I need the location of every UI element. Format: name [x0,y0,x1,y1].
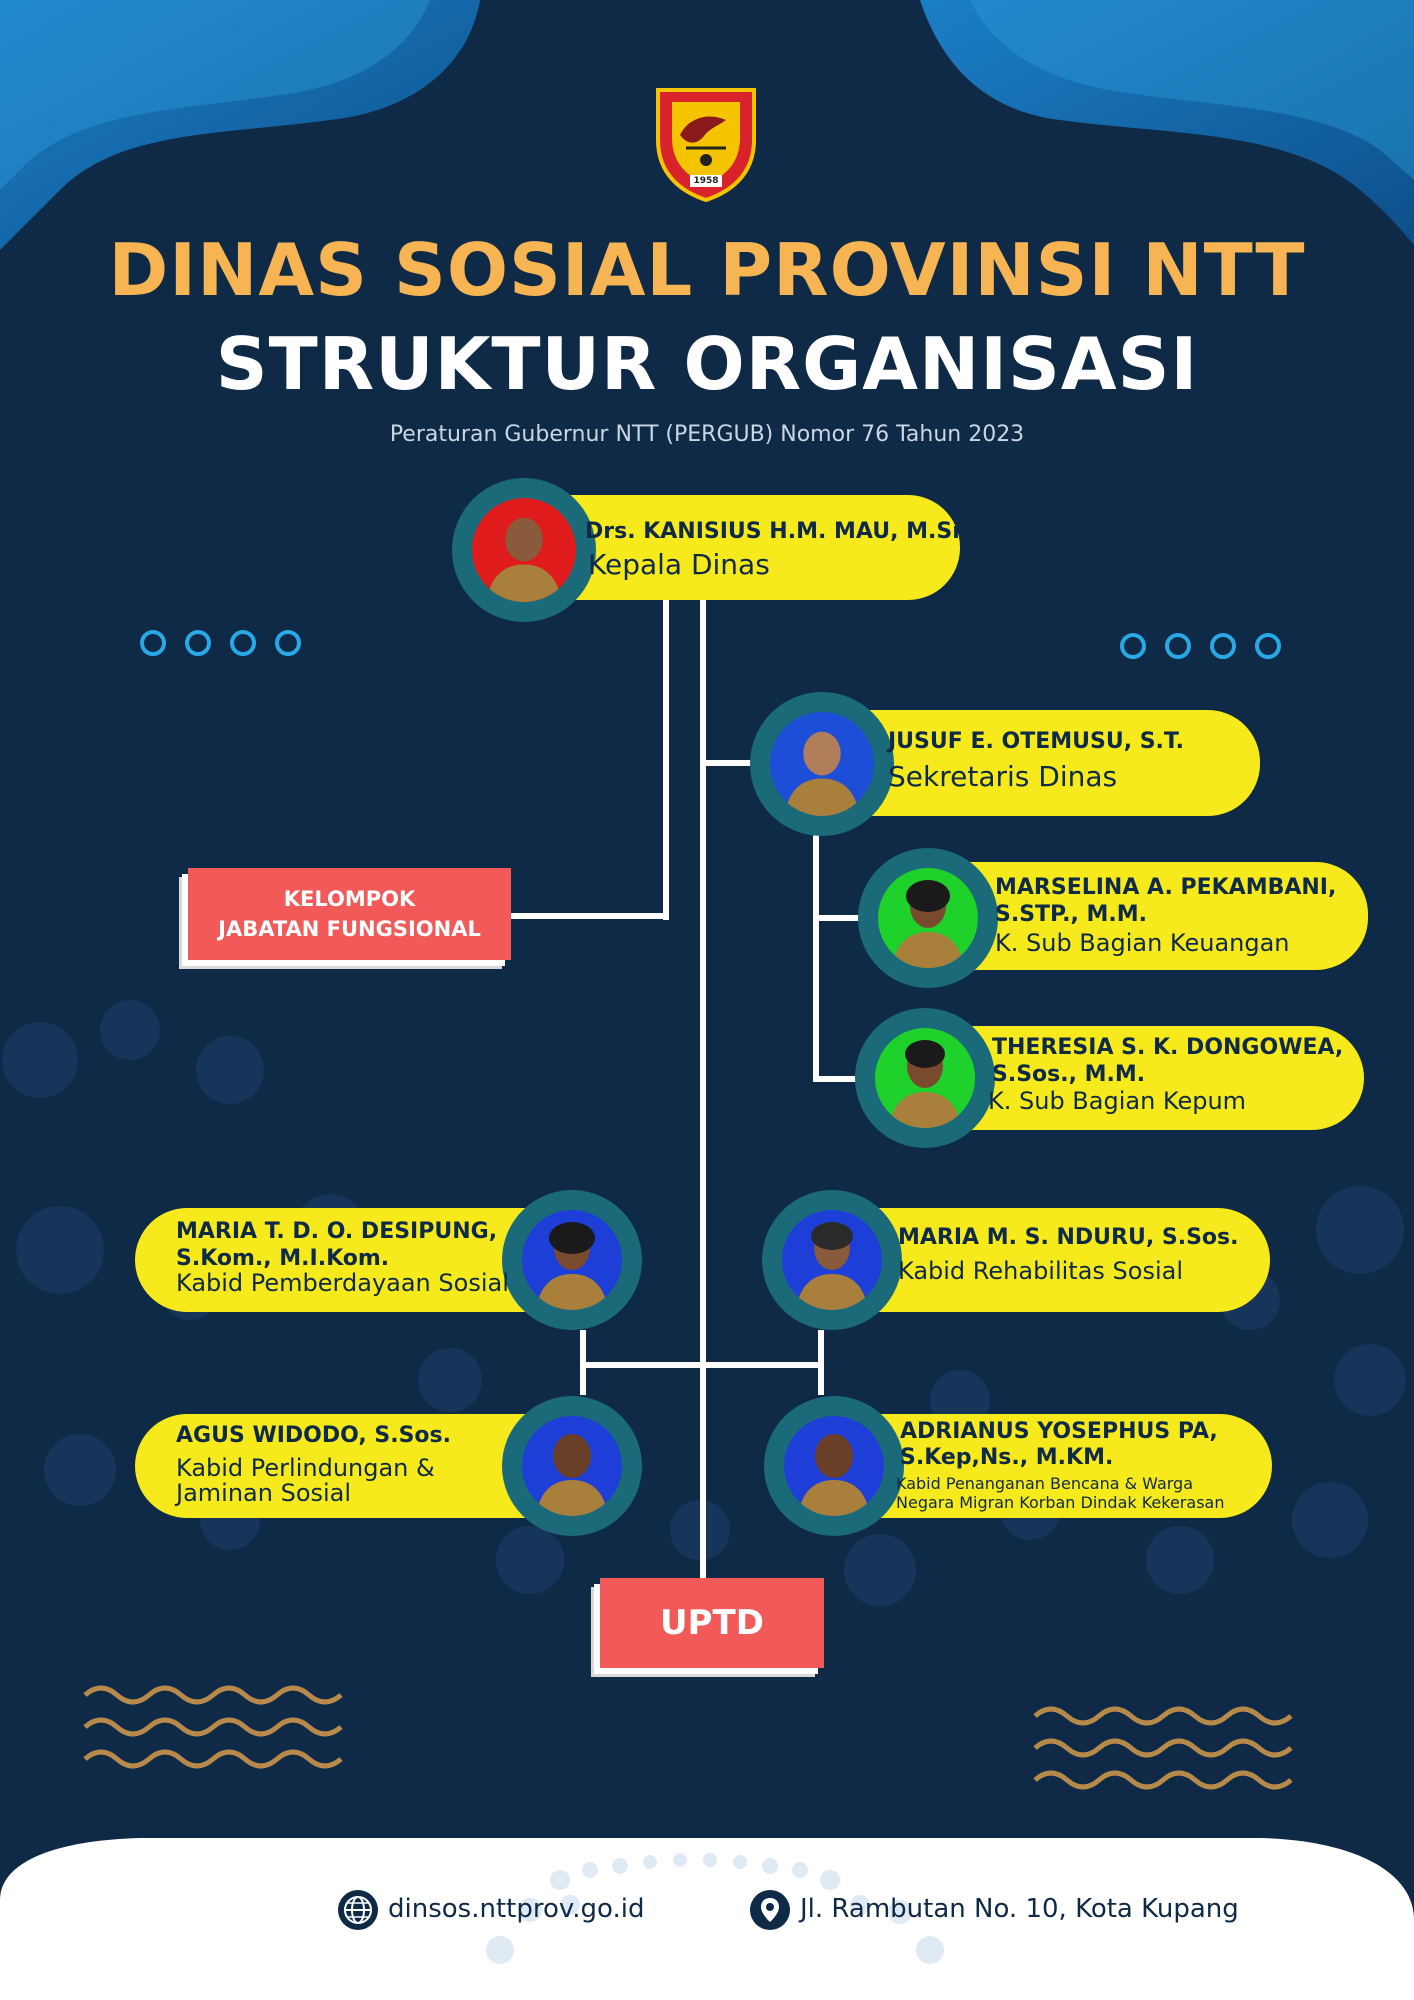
portrait-disaster [784,1416,884,1516]
secretary-role: Sekretaris Dinas [888,760,1118,793]
finance-role: K. Sub Bagian Keuangan [995,929,1290,957]
decorative-dots-left [140,630,320,660]
kelompok-jabatan-fungsional-box[interactable]: KELOMPOK JABATAN FUNGSIONAL [188,868,511,960]
website-link[interactable]: dinsos.nttprov.go.id [388,1894,645,1924]
location-pin-icon [750,1890,790,1930]
provincial-crest-icon: 1958 [650,80,762,203]
globe-icon [338,1890,378,1930]
portrait-general [875,1028,975,1128]
functional-line1: KELOMPOK [283,887,416,911]
disaster-role: Kabid Penanganan Bencana & Warga [896,1474,1194,1493]
general-role: K. Sub Bagian Kepum [988,1087,1247,1115]
page-subtitle: STRUKTUR ORGANISASI [215,322,1199,406]
functional-line2: JABATAN FUNGSIONAL [218,917,481,941]
uptd-box[interactable]: UPTD [600,1578,824,1668]
protection-role: Kabid Perlindungan & [176,1454,435,1482]
rehabilitation-name: MARIA M. S. NDURU, S.Sos. [898,1225,1239,1250]
portrait-rehabilitation [782,1210,882,1310]
page-title: DINAS SOSIAL PROVINSI NTT [108,228,1306,312]
finance-name-degree: S.STP., M.M. [995,902,1148,927]
head-name: Drs. KANISIUS H.M. MAU, M.Si. [585,519,969,544]
empowerment-name-degree: S.Kom., M.I.Kom. [176,1246,390,1271]
address-text: Jl. Rambutan No. 10, Kota Kupang [800,1894,1239,1924]
finance-name: MARSELINA A. PEKAMBANI, [995,875,1337,900]
regulation-note: Peraturan Gubernur NTT (PERGUB) Nomor 76… [389,422,1025,447]
protection-role-line2: Jaminan Sosial [176,1479,352,1507]
decorative-dots-right [1120,633,1300,663]
head-role: Kepala Dinas [588,548,770,581]
portrait-empowerment [522,1210,622,1310]
portrait-finance [878,868,978,968]
portrait-head [472,498,576,602]
empowerment-role: Kabid Pemberdayaan Sosial [176,1269,509,1297]
protection-name: AGUS WIDODO, S.Sos. [176,1423,451,1448]
portrait-protection [522,1416,622,1516]
disaster-role-line2: Negara Migran Korban Dindak Kekerasan [896,1493,1225,1512]
rehabilitation-role: Kabid Rehabilitas Sosial [898,1257,1184,1285]
general-name: THERESIA S. K. DONGOWEA, [992,1035,1344,1060]
portrait-secretary [770,712,874,816]
general-name-degree: S.Sos., M.M. [992,1062,1146,1087]
empowerment-name: MARIA T. D. O. DESIPUNG, [176,1219,498,1244]
secretary-name: JUSUF E. OTEMUSU, S.T. [888,729,1184,754]
disaster-name: ADRIANUS YOSEPHUS PA, [900,1419,1218,1444]
logo-year: 1958 [693,176,719,186]
disaster-name-degree: S.Kep,Ns., M.KM. [900,1445,1114,1470]
